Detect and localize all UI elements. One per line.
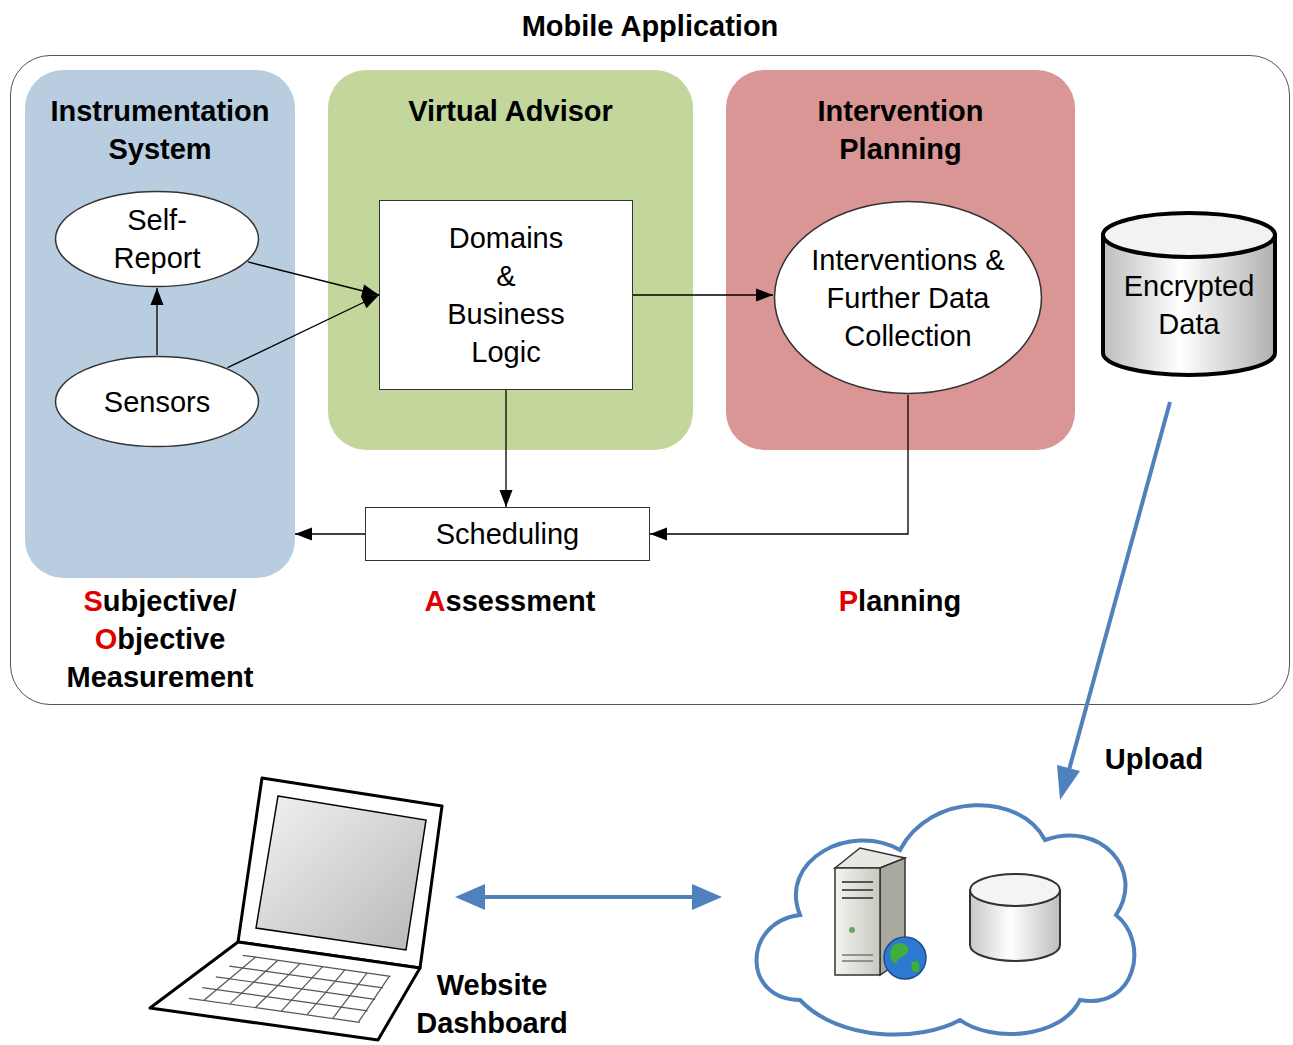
node-label: Domains & Business Logic — [439, 219, 574, 371]
connector-line — [505, 390, 506, 507]
connector-line — [228, 295, 379, 368]
flow-arrow — [151, 288, 164, 355]
node-label: Encrypted Data — [1109, 267, 1269, 343]
cloud-server — [757, 805, 1135, 1034]
connector-line — [248, 262, 379, 295]
planning-panel: Intervention PlanningInterventions & Fur… — [726, 70, 1075, 450]
arrowhead — [756, 289, 773, 302]
arrow-label: Upload — [1094, 740, 1214, 778]
node-title: Virtual Advisor — [408, 92, 613, 130]
connector-line — [650, 395, 908, 534]
label-part: lanning — [858, 585, 961, 617]
flow-arrow — [228, 295, 379, 368]
arrowhead — [500, 490, 513, 507]
flow-arrow — [248, 262, 379, 297]
accent-letter: A — [425, 585, 446, 617]
upload-arrow — [1057, 402, 1170, 800]
node-label: Scheduling — [436, 515, 580, 553]
phase-label: Subjective/ Objective Measurement — [40, 582, 280, 696]
node-title: Instrumentation System — [35, 92, 285, 168]
accent-letter: O — [95, 623, 118, 655]
label-part: ssessment — [446, 585, 596, 617]
process-ellipse: Sensors — [54, 355, 260, 448]
label-part: bjective Measurement — [67, 623, 254, 693]
arrowhead — [650, 528, 667, 541]
device-label: Website Dashboard — [407, 966, 577, 1042]
accent-letter: S — [83, 585, 102, 617]
process-box: Scheduling — [365, 507, 650, 561]
flow-arrow — [650, 395, 908, 541]
flow-arrow — [295, 528, 365, 541]
laptop — [150, 778, 442, 1040]
phase-label: Assessment — [380, 582, 640, 620]
arrowhead — [151, 288, 164, 305]
node-label: Self- Report — [97, 201, 217, 277]
connector-line — [633, 294, 773, 295]
advisor-panel: Virtual AdvisorDomains & Business Logic — [328, 70, 693, 450]
node-label: Interventions & Further Data Collection — [808, 241, 1008, 355]
database-cylinder: Encrypted Data — [1100, 210, 1278, 378]
accent-letter: P — [839, 585, 858, 617]
node-label: Sensors — [104, 383, 210, 421]
node-title: Intervention Planning — [791, 92, 1011, 168]
arrowhead — [295, 528, 312, 541]
sync-arrow — [455, 884, 722, 910]
flow-arrow — [633, 289, 773, 302]
process-ellipse: Interventions & Further Data Collection — [773, 200, 1043, 395]
flow-arrow — [500, 390, 513, 507]
instrumentation-panel: Instrumentation SystemSelf- ReportSensor… — [25, 70, 295, 578]
arrowhead — [361, 295, 379, 308]
process-ellipse: Self- Report — [54, 190, 260, 288]
node-title: Mobile Application — [350, 7, 950, 45]
process-box: Domains & Business Logic — [379, 200, 633, 390]
phase-label: Planning — [770, 582, 1030, 620]
label-part: ubjective/ — [103, 585, 237, 617]
